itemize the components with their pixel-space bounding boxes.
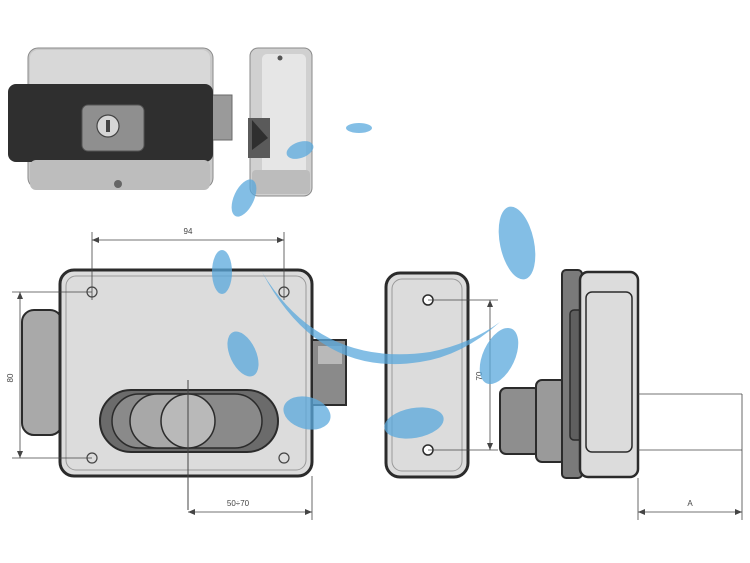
- drawing-lock-front-view: [21, 268, 347, 510]
- dimension-top-width: 94: [91, 227, 285, 300]
- dimension-label-width: 94: [184, 227, 193, 236]
- screw-hole-icon: [278, 452, 290, 464]
- dimension-left-height: 80: [6, 291, 92, 459]
- dimension-label-height: 80: [6, 373, 15, 382]
- photo-strike-plate: [248, 47, 313, 197]
- dimension-backset: 50÷70: [188, 476, 313, 520]
- photo-lock-front: [8, 47, 233, 190]
- drawing-lock-side-view: [499, 269, 743, 520]
- dimension-label-projection: A: [687, 499, 693, 508]
- dimension-label-backset: 50÷70: [227, 499, 250, 508]
- watermark-swirl: [212, 123, 536, 439]
- dimension-projection: A: [638, 499, 742, 515]
- dimension-label-hole-spacing: 70: [475, 371, 484, 380]
